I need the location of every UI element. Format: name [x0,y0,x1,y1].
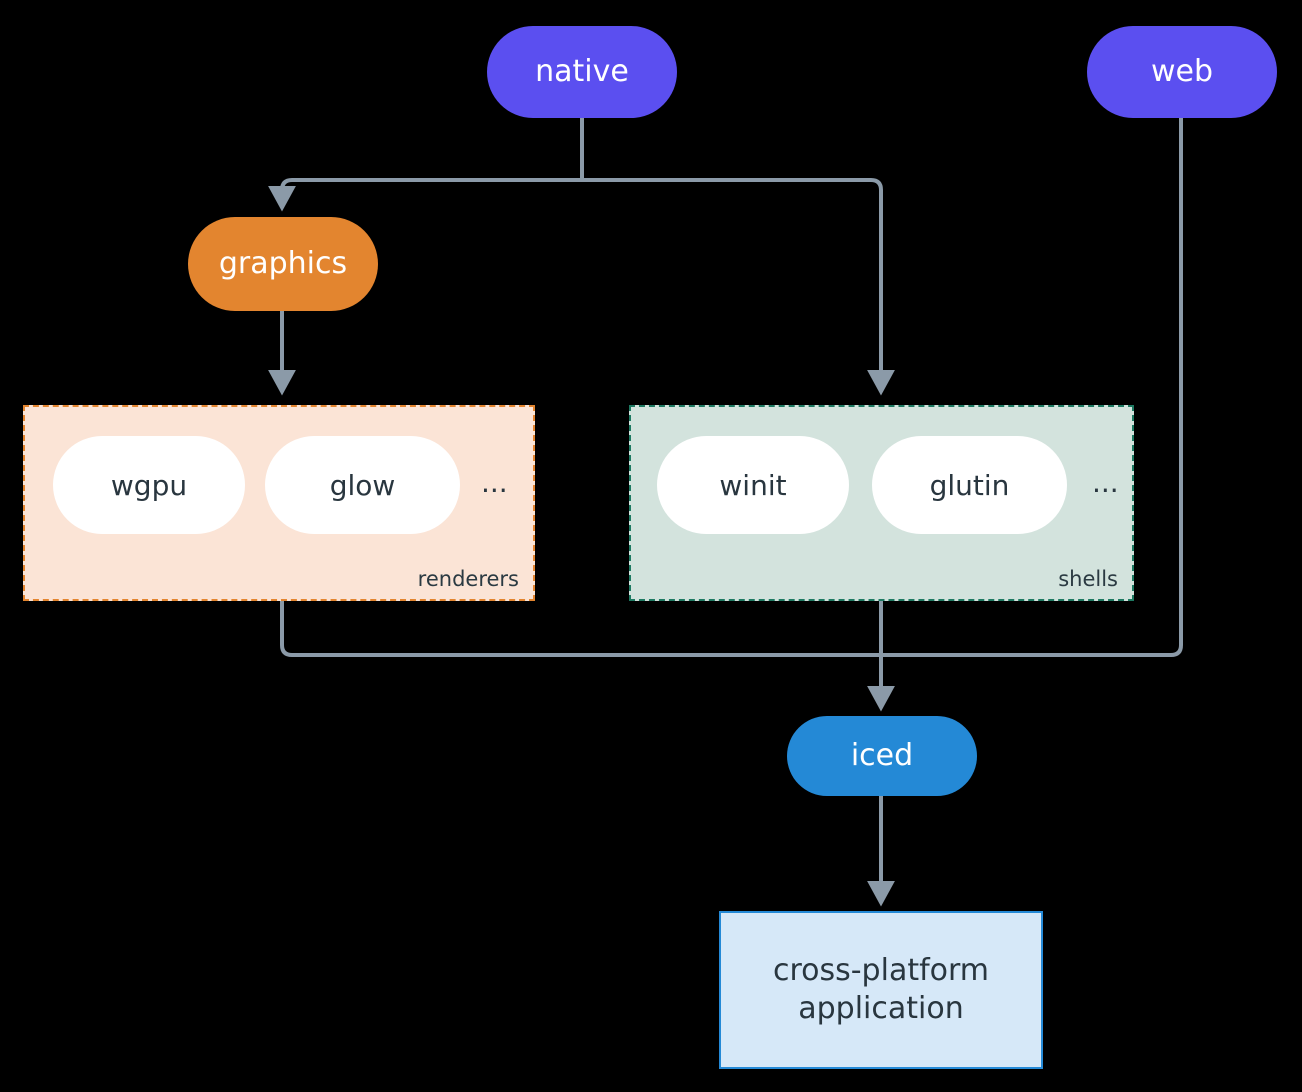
application-label-line2: application [798,991,964,1026]
node-glow[interactable]: glow [265,436,460,534]
renderers-overflow-ellipsis: ... [481,466,508,499]
cluster-label-shells: shells [1058,567,1118,591]
cluster-renderers: wgpu glow ... renderers [23,405,535,601]
edge-native-graphics [268,178,582,212]
node-iced[interactable]: iced [787,716,977,796]
node-native[interactable]: native [487,26,677,118]
edge-web-iced [881,118,1183,657]
edge-renderers-iced [280,601,881,657]
node-winit[interactable]: winit [657,436,849,534]
node-cross-platform-application[interactable]: cross-platform application [719,911,1043,1069]
cluster-shells: winit glutin ... shells [629,405,1134,601]
node-glutin[interactable]: glutin [872,436,1067,534]
node-wgpu[interactable]: wgpu [53,436,245,534]
application-label-line1: cross-platform [772,952,990,988]
node-web[interactable]: web [1087,26,1277,118]
cluster-label-renderers: renderers [417,567,519,591]
edge-native-shells [582,178,895,396]
node-graphics[interactable]: graphics [188,217,378,311]
shells-overflow-ellipsis: ... [1092,466,1119,499]
